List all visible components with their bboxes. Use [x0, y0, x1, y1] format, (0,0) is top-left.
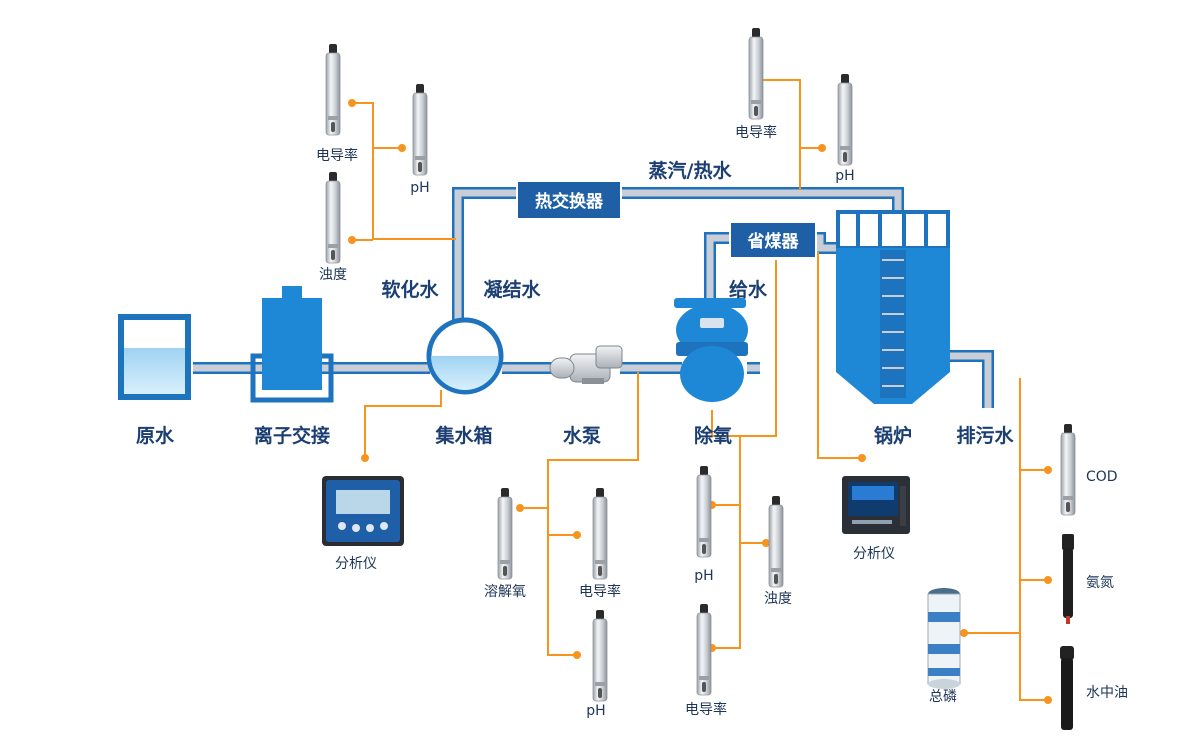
pipe-network — [193, 187, 994, 408]
feed-conductivity-label: 电导率 — [685, 701, 727, 718]
signal-dots — [348, 76, 1052, 704]
feed-ph-label: pH — [694, 568, 713, 584]
probe-sensor-icon — [325, 171, 341, 264]
steam-ph-label: pH — [835, 168, 854, 184]
pump-icon — [549, 345, 623, 384]
ammonia-probe-icon — [1062, 534, 1074, 624]
blowdown-oil-label: 水中油 — [1086, 685, 1128, 701]
probe-sensor-icon — [696, 603, 712, 696]
boiler-analyzer-label: 分析仪 — [853, 546, 895, 562]
raw-water-label: 原水 — [136, 425, 175, 447]
blowdown-cod-label: COD — [1086, 469, 1118, 485]
analyzer-device-icon — [322, 476, 404, 546]
ion-exchanger — [250, 286, 334, 403]
blowdown-label: 排污水 — [956, 424, 1014, 447]
signal-lines — [352, 79, 1048, 701]
probe-sensor-icon — [325, 43, 341, 136]
economizer-label: 省煤器 — [747, 231, 800, 252]
softened-conductivity-label: 电导率 — [316, 147, 358, 164]
pump-conductivity-label: 电导率 — [579, 583, 621, 600]
condensate-label: 凝结水 — [483, 278, 541, 301]
probe-sensor-icon — [696, 465, 712, 558]
blowdown-ammonia-label: 氨氮 — [1086, 575, 1114, 591]
ion-exchange-label: 离子交接 — [254, 424, 330, 447]
probe-sensor-icon — [1060, 423, 1076, 516]
probe-sensor-icon — [497, 487, 513, 580]
tank-analyzer-label: 分析仪 — [335, 556, 377, 572]
collection-tank — [426, 317, 504, 395]
probe-sensor-icon — [592, 609, 608, 702]
feed-turbidity-label: 浊度 — [764, 591, 792, 607]
economizer-box: 省煤器 — [729, 221, 817, 259]
pump-ph-label: pH — [586, 703, 605, 719]
probe-sensor-icon — [768, 495, 784, 588]
oil-probe-icon — [1060, 646, 1074, 730]
blowdown-tp-label: 总磷 — [929, 689, 957, 705]
softened-turbidity-label: 浊度 — [319, 267, 347, 283]
phosphorus-analyzer-icon — [927, 588, 961, 689]
deaerator-vessel — [674, 298, 748, 402]
collection-tank-label: 集水箱 — [434, 424, 492, 447]
boiler — [836, 210, 950, 404]
raw-water-tank — [118, 314, 191, 400]
softened-water-label: 软化水 — [381, 278, 439, 301]
pump-do-label: 溶解氧 — [484, 584, 526, 600]
deaerator-label: 除氧 — [694, 424, 732, 447]
pump-label: 水泵 — [563, 425, 601, 447]
heat-exchanger-box: 热交换器 — [516, 180, 622, 220]
probe-sensor-icon — [412, 83, 428, 176]
probe-sensor-icon — [748, 27, 764, 120]
steam-hot-water-label: 蒸汽/热水 — [649, 159, 733, 182]
heat-exchanger-label: 热交换器 — [535, 191, 604, 212]
boiler-label: 锅炉 — [874, 424, 912, 447]
analyzer-device-icon — [842, 476, 910, 534]
probe-sensor-icon — [592, 487, 608, 580]
softened-ph-label: pH — [410, 180, 429, 196]
feed-water-label: 给水 — [729, 278, 768, 301]
steam-conductivity-label: 电导率 — [735, 124, 777, 141]
probe-sensor-icon — [837, 73, 853, 166]
